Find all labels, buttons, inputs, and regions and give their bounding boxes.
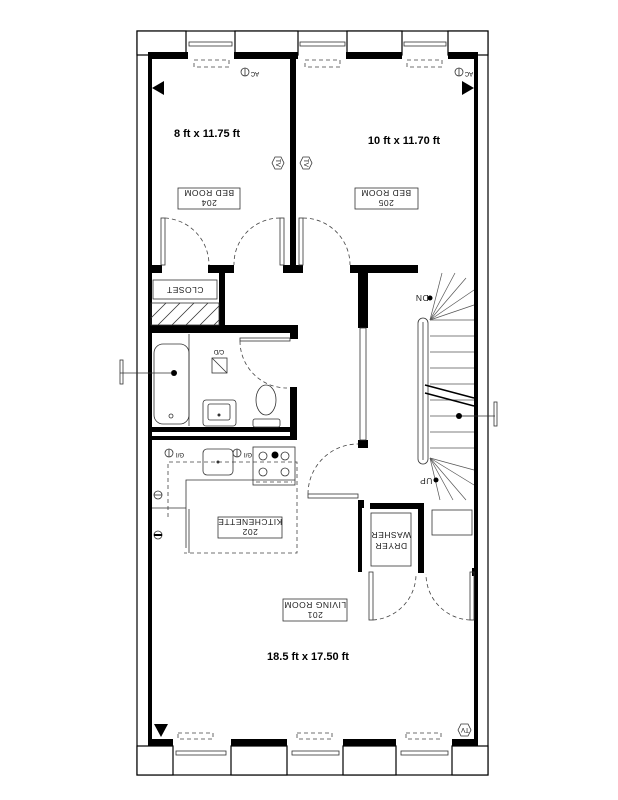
living-room-number: 201 [307,610,323,620]
top-facade [136,30,489,68]
ac-label: AC [464,70,473,76]
bedroom-205-label-box [354,187,419,210]
bedroom-204-dimensions: 8 ft x 11.75 ft [174,128,240,140]
svg-text:TV: TV [302,159,308,167]
bedroom-205-dimensions: 10 ft x 11.70 ft [368,135,440,147]
ac-outlet-icon [240,67,250,77]
outlet-icon [232,448,242,458]
outlet-icon [153,490,163,500]
bathroom-sink [202,399,237,427]
stair-up-label: UP [420,476,433,486]
kitchenette-name: KITCHENETTE [218,517,283,527]
kitchenette-label-box [217,516,283,539]
stove [252,446,296,486]
staircase [417,272,498,536]
bedroom-205-number: 205 [378,198,394,208]
dryer-label: DRYER [375,541,407,551]
gfi-label: G/I [176,451,184,457]
kitchenette-number: 202 [242,527,258,537]
bedroom-204-name: BED ROOM [184,188,234,198]
marker-triangle-icon [152,81,164,95]
hall-wall-opening [359,327,367,441]
doors [160,217,475,621]
marker-triangle-icon [462,81,474,95]
kitchen-sink [202,448,234,476]
washer-dryer [370,512,412,567]
bedroom-204-number: 204 [201,198,217,208]
window [188,41,233,68]
window [291,732,340,756]
bottom-facade [136,732,489,776]
tv-icon: TV [457,723,472,737]
outer-boundary [136,30,489,776]
outlet-icon [153,530,163,540]
window [400,732,449,756]
washer-label: WASHER [371,530,411,540]
bathtub [119,334,190,426]
window [299,41,346,68]
living-room-label-box [282,598,348,622]
marker-triangle-icon [154,724,168,737]
window [403,41,447,68]
closet-label-box [152,279,218,300]
tv-icon: TV [271,156,285,170]
smoke-detector-icon [211,357,228,374]
ac-outlet-icon [454,67,464,77]
cfd-label: C/D [213,348,224,354]
bedroom-204-label-box [177,187,241,210]
living-room-dimensions: 18.5 ft x 17.50 ft [267,651,349,663]
bedroom-205-name: BED ROOM [361,188,411,198]
window [175,732,227,756]
closet-label: CLOSET [166,285,203,295]
svg-text:TV: TV [274,159,280,167]
living-room-name: LIVING ROOM [284,600,346,610]
stair-down-label: DN [415,293,428,303]
closet-shelf-hatch [150,302,220,326]
toilet [252,384,281,428]
ac-label: AC [250,70,259,76]
walls [148,52,478,748]
tv-icon: TV [299,156,313,170]
kitchen-counter [152,461,298,554]
svg-text:TV: TV [461,726,469,732]
outlet-icon [164,448,174,458]
gfi-label: G/I [244,451,252,457]
